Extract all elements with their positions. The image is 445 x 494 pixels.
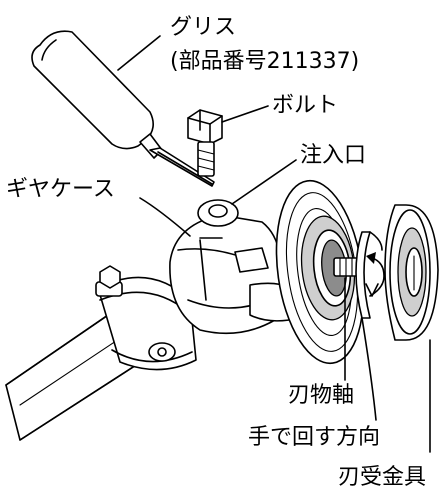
label-blade-shaft: 刃物軸 <box>288 383 354 408</box>
label-grease: グリス <box>170 15 236 40</box>
label-gear-case: ギヤケース <box>6 177 115 202</box>
blade-disc <box>275 179 365 365</box>
blade-holder-part <box>384 204 439 341</box>
grease-bottle <box>31 30 215 187</box>
leader-bolt <box>221 105 269 123</box>
bolt <box>187 109 223 177</box>
rotation-direction-arrow-icon <box>365 252 385 297</box>
leader-inlet <box>231 159 297 205</box>
label-bolt: ボルト <box>272 93 338 118</box>
leader-grease <box>117 35 161 71</box>
c-ring <box>355 231 383 319</box>
label-hand-turn-direction: 手で回す方向 <box>248 425 380 450</box>
label-blade-holder: 刃受金具 <box>338 465 426 490</box>
label-inlet: 注入口 <box>300 143 366 168</box>
leader-hand-turn <box>361 317 377 421</box>
pipe-clamp <box>95 265 197 371</box>
label-part-number: (部品番号211337) <box>170 49 359 74</box>
leader-gear-case <box>139 197 191 237</box>
leader-lines <box>117 35 431 453</box>
